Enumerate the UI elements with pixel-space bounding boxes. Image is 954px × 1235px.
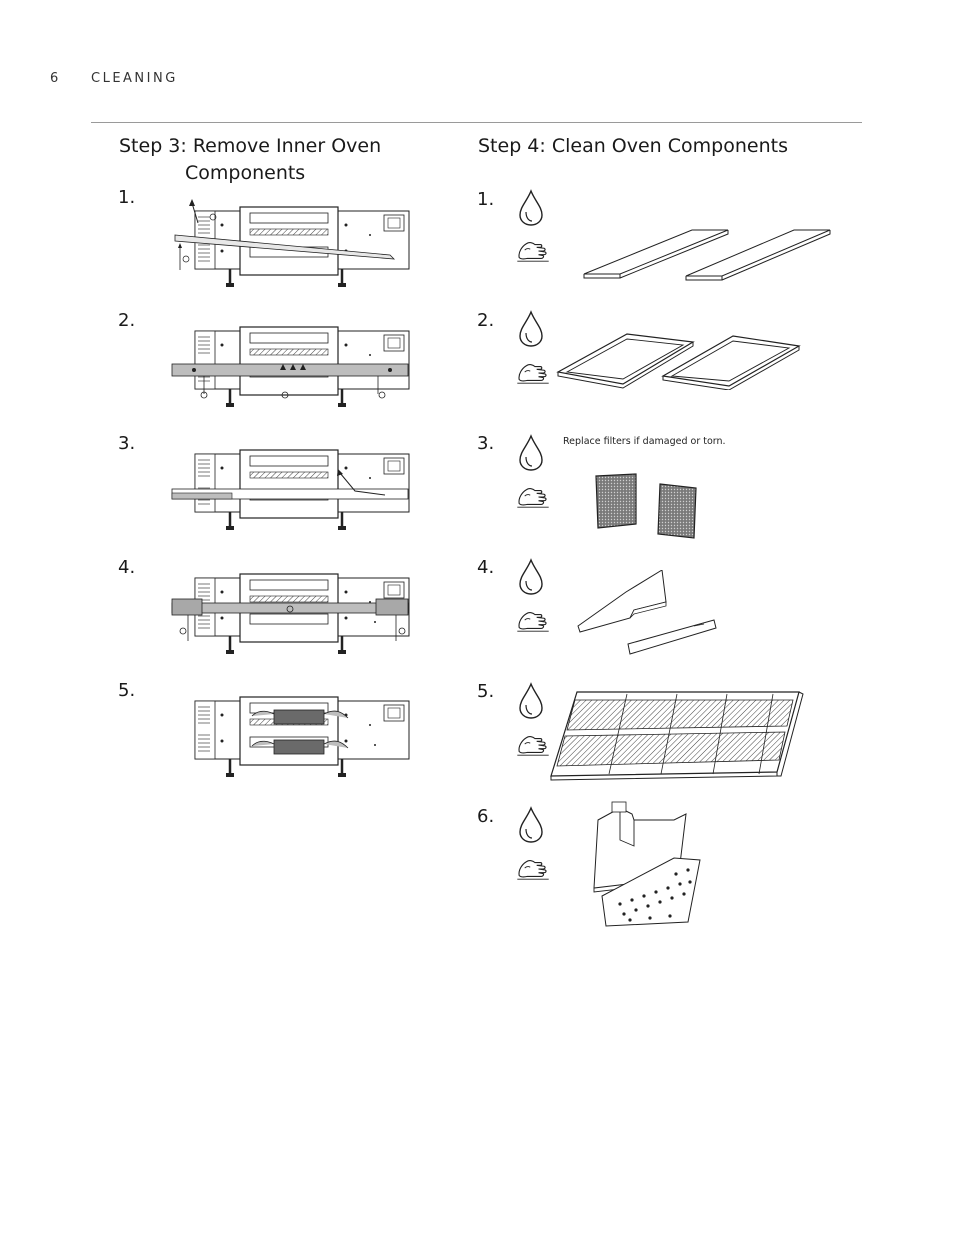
oven-figure-4 bbox=[171, 572, 410, 656]
step4-heading: Step 4: Clean Oven Components bbox=[478, 135, 788, 157]
step4-item-number-1: 1. bbox=[477, 189, 495, 210]
wiping-hand-icon bbox=[516, 733, 550, 757]
header-divider bbox=[91, 122, 862, 123]
finger-assembly-part bbox=[273, 739, 325, 755]
step4-item-number-4: 4. bbox=[477, 557, 495, 578]
removal-arrow bbox=[189, 199, 199, 224]
water-drop-icon bbox=[516, 434, 546, 472]
step4-item-number-6: 6. bbox=[477, 806, 495, 827]
step4-item-number-2: 2. bbox=[477, 310, 495, 331]
water-drop-icon bbox=[516, 189, 546, 227]
page-number: 6 bbox=[50, 71, 60, 86]
crumb-trays-figure bbox=[583, 229, 831, 281]
finger-assembly-part bbox=[273, 709, 325, 725]
water-drop-icon bbox=[516, 558, 546, 596]
step3-item-number-4: 4. bbox=[118, 557, 136, 578]
wiping-hand-icon bbox=[516, 239, 550, 263]
wiping-hand-icon bbox=[516, 609, 550, 633]
water-drop-icon bbox=[516, 682, 546, 720]
conveyor-belt-part bbox=[174, 234, 396, 260]
step3-item-number-5: 5. bbox=[118, 680, 136, 701]
wiping-hand-icon bbox=[516, 361, 550, 385]
filter-pads-figure bbox=[595, 473, 697, 539]
finger-assembly-figure bbox=[593, 801, 701, 927]
oven-figure-2 bbox=[171, 325, 410, 409]
oven-figure-5 bbox=[193, 695, 410, 779]
wiping-hand-icon bbox=[516, 857, 550, 881]
wiping-hand-icon bbox=[516, 485, 550, 509]
step4-item-number-5: 5. bbox=[477, 681, 495, 702]
step3-item-number-2: 2. bbox=[118, 310, 136, 331]
step3-item-number-1: 1. bbox=[118, 187, 136, 208]
step4-item-number-3: 3. bbox=[477, 433, 495, 454]
conveyor-bar-part bbox=[171, 602, 409, 614]
oven-figure-3 bbox=[171, 448, 410, 532]
filter-replacement-note: Replace filters if damaged or torn. bbox=[563, 436, 726, 447]
step3-item-number-3: 3. bbox=[118, 433, 136, 454]
oven-figure-1 bbox=[174, 199, 410, 289]
water-drop-icon bbox=[516, 310, 546, 348]
section-title: CLEANING bbox=[91, 71, 178, 86]
conveyor-belt-figure bbox=[550, 691, 804, 781]
filter-frames-figure bbox=[556, 333, 801, 390]
step3-heading-line1: Step 3: Remove Inner Oven bbox=[119, 135, 382, 157]
step3-heading-line2: Components bbox=[185, 162, 306, 184]
deflector-plates-figure bbox=[577, 570, 717, 655]
water-drop-icon bbox=[516, 806, 546, 844]
step3-heading: Step 3: Remove Inner Oven Components bbox=[119, 133, 419, 187]
